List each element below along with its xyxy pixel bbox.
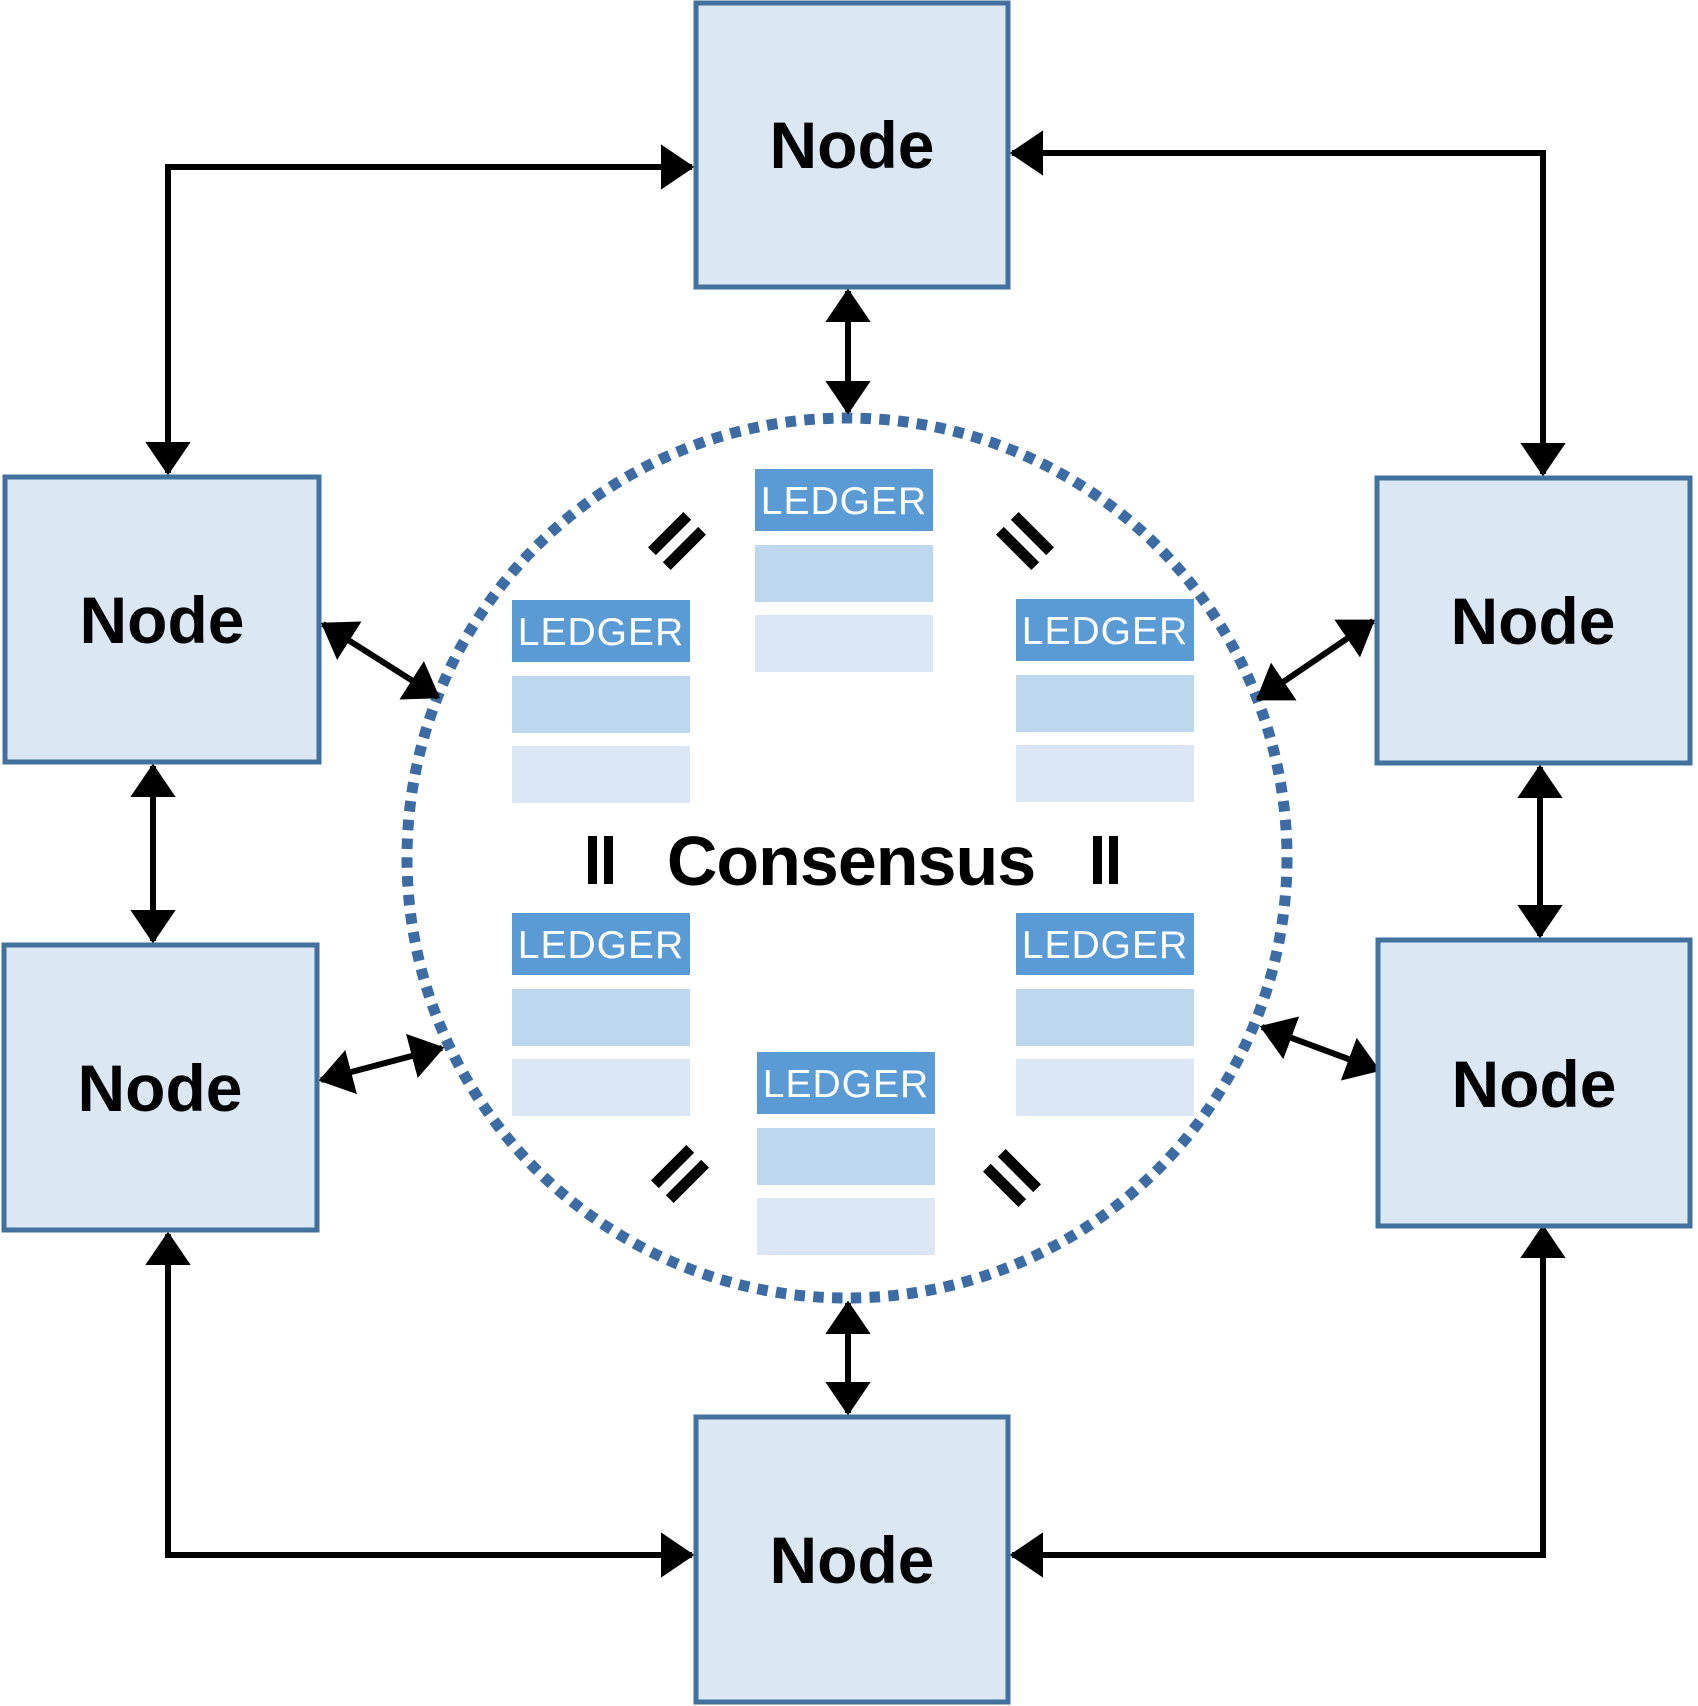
ledger-row — [1016, 1059, 1194, 1116]
consensus-circle — [401, 412, 1293, 1304]
node-box — [1375, 937, 1693, 1229]
equals-icon — [996, 512, 1054, 570]
ledger-header — [512, 600, 690, 662]
equals-icon — [651, 1145, 709, 1203]
ledger-header — [755, 469, 933, 531]
ledger-header — [512, 913, 690, 975]
ledger-row — [512, 989, 690, 1046]
node-box — [693, 1414, 1011, 1705]
connector-left-lower-node-to-circle — [318, 1033, 445, 1095]
ledger-label: LEDGER — [518, 924, 684, 967]
equals-icon — [1093, 836, 1118, 884]
equals-bar — [604, 836, 613, 884]
consensus-label: Consensus — [667, 822, 1035, 900]
ledger-row — [757, 1128, 935, 1185]
connector-right-lower-node-to-circle — [1259, 1016, 1381, 1081]
node-box — [693, 0, 1011, 290]
node-label: Node — [1451, 584, 1616, 658]
node-right-upper: Node — [1374, 475, 1693, 766]
ledger-row — [1016, 745, 1194, 802]
ledger-row — [512, 746, 690, 803]
equals-bar — [651, 1145, 695, 1189]
ledger-row — [1016, 675, 1194, 732]
equals-bar — [648, 512, 692, 556]
ledger-row — [512, 1059, 690, 1116]
equals-icon — [648, 512, 706, 570]
node-label: Node — [770, 108, 935, 182]
ledger-row — [512, 676, 690, 733]
node-label: Node — [78, 1051, 243, 1125]
ledger-header — [1016, 913, 1194, 975]
ledger-table-bottom: LEDGER — [757, 1052, 935, 1255]
ledger-header — [1016, 599, 1194, 661]
node-box — [2, 474, 322, 765]
node-label: Node — [80, 583, 245, 657]
equals-bar — [996, 526, 1040, 570]
equals-icon — [983, 1149, 1041, 1207]
ledger-row — [1016, 989, 1194, 1046]
equals-bar — [588, 836, 597, 884]
node-label: Node — [1452, 1047, 1617, 1121]
node-right-lower: Node — [1375, 937, 1693, 1229]
node-left-upper: Node — [2, 474, 322, 765]
connector-right-lower-to-bottom — [1009, 1224, 1566, 1578]
ledger-table-top: LEDGER — [755, 469, 933, 672]
equals-bar — [997, 1149, 1041, 1193]
equals-bar — [1109, 836, 1118, 884]
equals-icon — [588, 836, 613, 884]
ledger-row — [757, 1198, 935, 1255]
node-box — [1, 942, 320, 1233]
connector-left-upper-node-to-circle — [320, 621, 441, 700]
node-top: Node — [693, 0, 1011, 290]
equals-bar — [983, 1163, 1027, 1207]
equals-bar — [662, 526, 706, 570]
ledger-table-left-lower: LEDGER — [512, 913, 690, 1116]
ledger-row — [755, 615, 933, 672]
ledger-header — [757, 1052, 935, 1114]
ledger-label: LEDGER — [1022, 610, 1188, 653]
ledger-label: LEDGER — [761, 480, 927, 523]
connector-right-upper-node-to-circle — [1256, 618, 1375, 702]
equals-bar — [665, 1159, 709, 1203]
node-box — [1374, 475, 1693, 766]
node-left-lower: Node — [1, 942, 320, 1233]
equals-bar — [1010, 512, 1054, 556]
equals-bar — [1093, 836, 1102, 884]
ledger-table-left-upper: LEDGER — [512, 600, 690, 803]
ledger-label: LEDGER — [518, 611, 684, 654]
connector-left-upper-to-top — [145, 144, 695, 476]
node-bottom: Node — [693, 1414, 1011, 1705]
connector-right-upper-to-top — [1009, 130, 1566, 477]
node-label: Node — [770, 1523, 935, 1597]
ledger-label: LEDGER — [1022, 924, 1188, 967]
ledger-table-right-lower: LEDGER — [1016, 913, 1194, 1116]
connector-left-lower-to-bottom — [145, 1231, 695, 1578]
ledger-table-right-upper: LEDGER — [1016, 599, 1194, 802]
ledger-label: LEDGER — [763, 1063, 929, 1106]
ledger-row — [755, 545, 933, 602]
